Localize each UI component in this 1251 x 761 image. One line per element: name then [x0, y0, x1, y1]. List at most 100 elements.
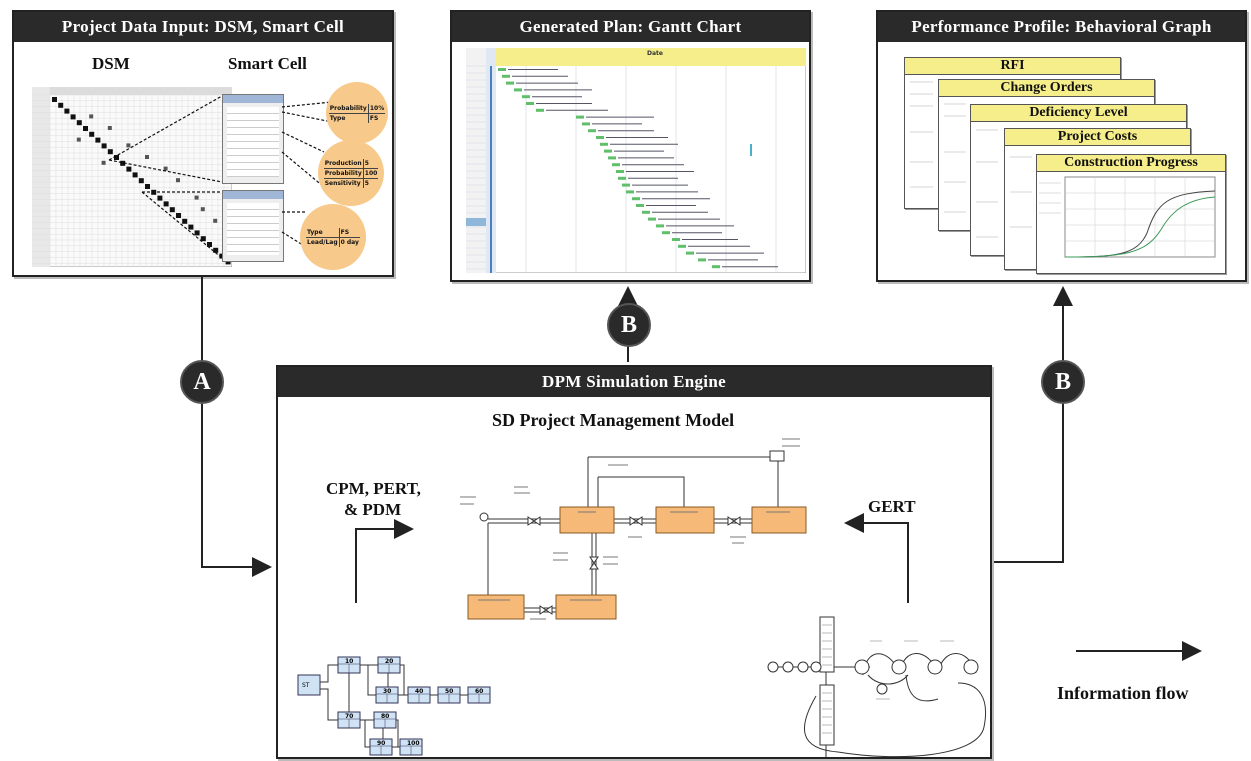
panel-title-engine: DPM Simulation Engine [278, 367, 990, 397]
dsm-dependency-mark [163, 166, 168, 171]
pdm-node-label: 50 [445, 688, 453, 695]
dsm-diagonal-cell [52, 97, 57, 102]
bubble1-r1c2: 10% [368, 103, 386, 114]
gantt-bar [698, 258, 706, 262]
pdm-label: & PDM [344, 500, 402, 519]
gantt-bar [618, 176, 626, 180]
marker-b-right: B [1041, 360, 1085, 404]
pdm-node-label: 70 [345, 713, 353, 720]
dsm-diagonal-cell [188, 224, 194, 230]
gantt-bar [526, 102, 534, 105]
gantt-bar [642, 210, 650, 214]
panel-title-gantt: Generated Plan: Gantt Chart [452, 12, 809, 42]
pdm-node-label: 20 [385, 658, 393, 665]
bubble1-r1c1: Probability [328, 103, 369, 114]
dsm-diagonal-cell [120, 160, 126, 166]
gantt-bar [576, 115, 584, 119]
marker-a: A [180, 360, 224, 404]
bubble3-r1c2: FS [339, 227, 360, 238]
dsm-dependency-mark [176, 178, 180, 183]
gantt-bar [656, 224, 664, 228]
pdm-node: 20 [377, 656, 401, 674]
bubble2-r2c2: 100 [363, 168, 379, 179]
pdm-node: 100 [399, 738, 423, 756]
dpm-simulation-engine-panel: DPM Simulation Engine SD Project Managem… [276, 365, 992, 759]
gantt-bar [600, 142, 608, 146]
pdm-node: 10 [337, 656, 361, 674]
dsm-dependency-mark [194, 195, 199, 200]
dsm-diagonal-cell [145, 184, 150, 189]
dsm-diagonal-cell [182, 218, 188, 224]
gantt-bar [636, 204, 644, 207]
gantt-bar [522, 95, 530, 99]
pdm-start-label: ST [302, 682, 310, 689]
gantt-bar [536, 108, 544, 112]
dsm-diagonal-cell [83, 126, 88, 131]
dsm-diagonal-cell [107, 149, 113, 155]
dsm-diagonal-cell [213, 247, 219, 253]
bubble2-r1c1: Production [323, 158, 364, 169]
gantt-bar [672, 238, 680, 241]
pdm-node: 50 [437, 686, 461, 704]
bubble3-r2c1: Lead/Lag [306, 237, 340, 247]
gantt-bar [678, 244, 686, 248]
dsm-dependency-mark [101, 160, 106, 165]
dsm-diagonal-cell [138, 178, 144, 184]
panel-title-performance: Performance Profile: Behavioral Graph [878, 12, 1245, 42]
marker-b-top: B [607, 303, 651, 347]
gantt-bar [582, 122, 590, 126]
bubble2-r3c1: Sensitivity [323, 178, 364, 188]
bubble2-r2c1: Probability [323, 168, 364, 179]
gantt-bar [596, 136, 604, 139]
dsm-dependency-mark [145, 155, 149, 159]
dsm-label: DSM [92, 54, 130, 73]
pdm-start-node: ST [297, 674, 321, 696]
legend-information-flow: Information flow [1057, 683, 1189, 703]
project-data-input-panel: Project Data Input: DSM, Smart Cell DSM … [12, 10, 394, 277]
dsm-diagonal-cell [95, 137, 101, 143]
dsm-diagonal-cell [176, 213, 181, 218]
dsm-diagonal-cell [132, 172, 138, 178]
pdm-node-label: 40 [415, 688, 423, 695]
gantt-bar [502, 74, 510, 78]
sheet-title-project-costs: Project Costs [1005, 129, 1190, 146]
pdm-node: 70 [337, 711, 361, 729]
gantt-bar [506, 81, 514, 85]
panel-title-input: Project Data Input: DSM, Smart Cell [14, 12, 392, 42]
pdm-node-label: 90 [377, 740, 385, 747]
gantt-bar [626, 190, 634, 194]
sheet-construction-progress: Construction Progress [1036, 154, 1226, 274]
dsm-dependency-mark [126, 143, 131, 148]
dsm-diagonal-cell [200, 236, 206, 242]
gantt-header-date: Date [647, 50, 663, 57]
dsm-diagonal-cell [70, 114, 76, 120]
pdm-node: 60 [467, 686, 491, 704]
dsm-dependency-mark [107, 126, 112, 130]
sheet-title-deficiency: Deficiency Level [971, 105, 1186, 122]
sheet-text-lines [910, 81, 1032, 238]
dsm-diagonal-cell [126, 166, 132, 172]
gantt-bar [632, 197, 640, 201]
performance-profile-panel: Performance Profile: Behavioral Graph RF… [876, 10, 1247, 282]
gantt-bar [686, 251, 694, 255]
pdm-node: 30 [375, 686, 399, 704]
smart-cell-window-1 [222, 94, 284, 184]
gantt-bar [608, 156, 616, 160]
smart-cell-window-2 [222, 190, 284, 262]
gantt-bar [612, 163, 620, 167]
pdm-node-label: 80 [381, 713, 389, 720]
construction-progress-graph [1039, 176, 1216, 258]
pdm-node: 90 [369, 738, 393, 756]
pdm-node: 40 [407, 686, 431, 704]
bubble1-r2c1: Type [328, 113, 369, 123]
sd-model-title: SD Project Management Model [492, 410, 735, 430]
gantt-bar [588, 129, 596, 133]
gantt-bar [514, 88, 522, 92]
gantt-bar [712, 265, 720, 269]
bubble2-r1c2: 5 [363, 158, 379, 169]
gantt-bar [648, 217, 656, 221]
gantt-chart-panel: Generated Plan: Gantt Chart Date [450, 10, 811, 282]
dsm-dependency-mark [213, 218, 218, 223]
